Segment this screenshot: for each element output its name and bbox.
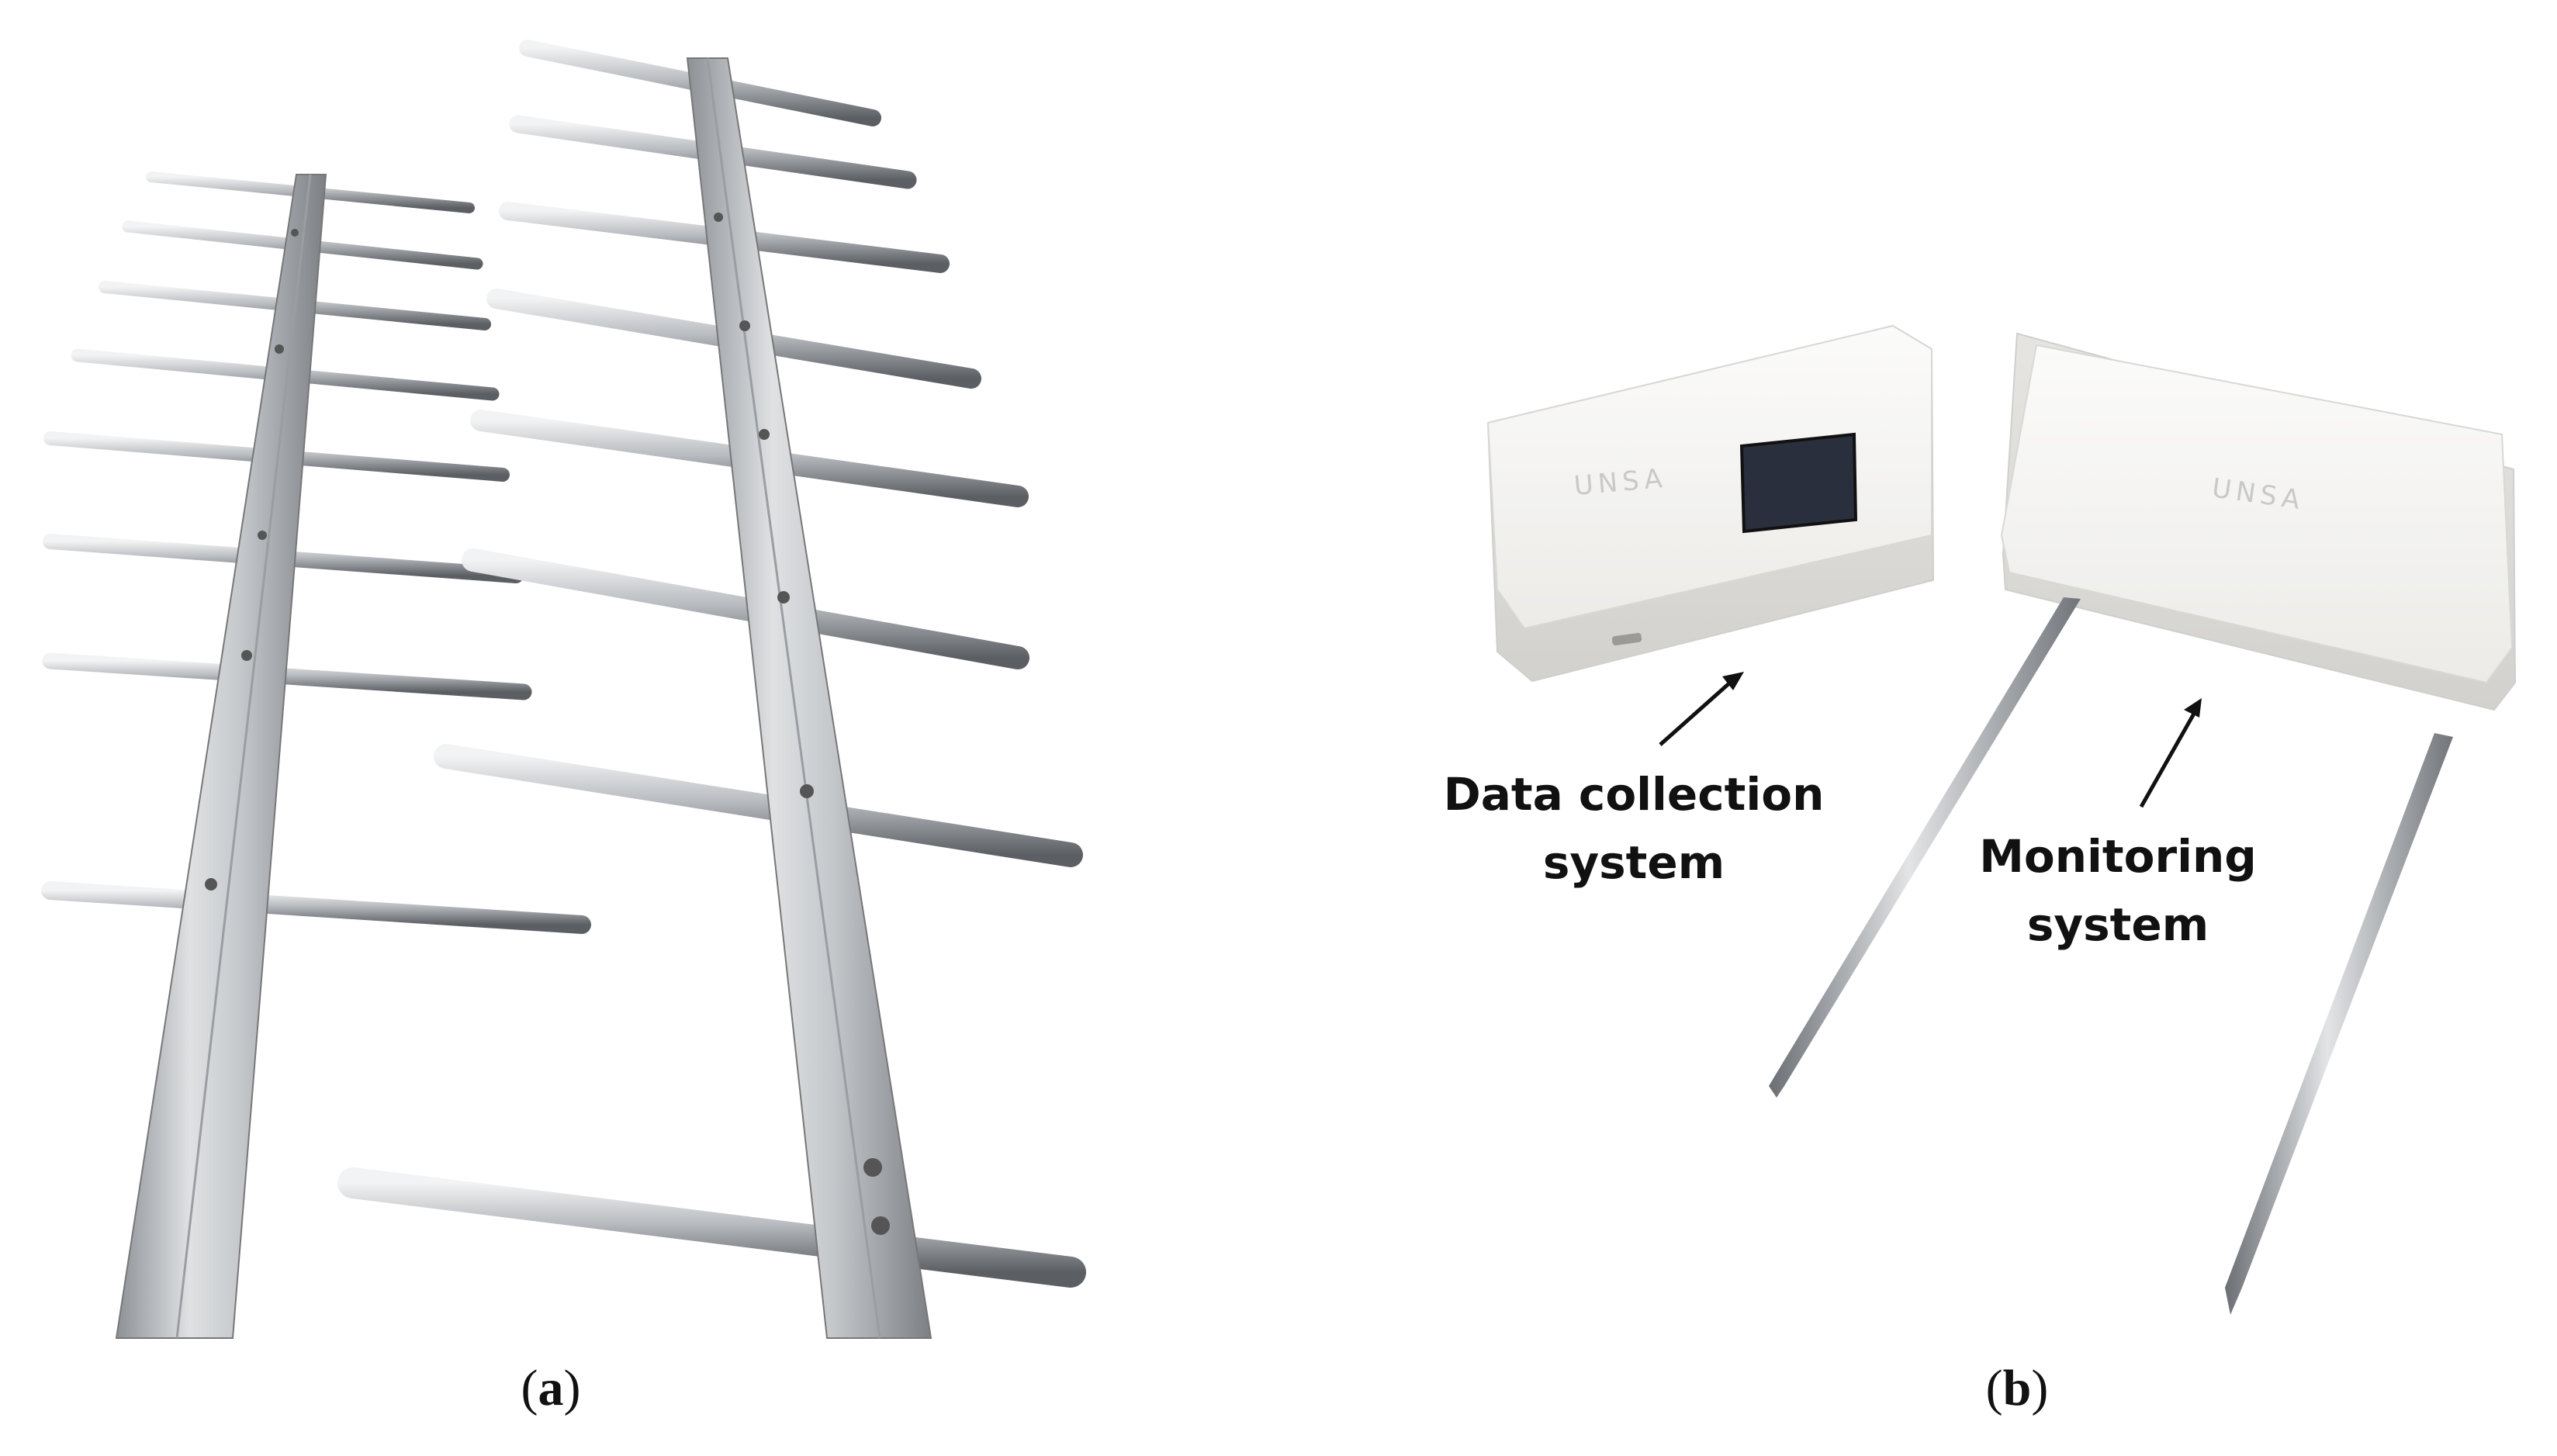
boom-screws	[205, 213, 890, 1235]
antenna-photo	[0, 0, 1086, 1350]
probe-right	[2225, 733, 2453, 1315]
monitoring-label-line1: Monitoring	[1979, 830, 2257, 883]
left-boom	[115, 174, 327, 1339]
data-collection-label-line2: system	[1542, 836, 1725, 889]
panel-b-letter: b	[2002, 1360, 2032, 1416]
data-collection-box: UNSA	[1486, 324, 1935, 683]
sensor-devices-illustration: UNSA UNSA	[1486, 324, 2517, 1315]
callout-arrows	[1659, 672, 2202, 808]
monitoring-label: Monitoring system	[1947, 822, 2289, 959]
panel-a-caption: (a)	[521, 1360, 581, 1416]
panel-b-caption: (b)	[1985, 1360, 2049, 1416]
monitoring-box: UNSA	[1769, 332, 2517, 1315]
sensor-devices-photo: UNSA UNSA	[1319, 0, 2557, 1350]
panel-a-letter: a	[538, 1360, 564, 1416]
oled-screen	[1739, 432, 1858, 534]
monitoring-label-line2: system	[2026, 898, 2209, 951]
data-collection-label-line1: Data collection	[1443, 768, 1825, 821]
yagi-antenna-illustration	[41, 40, 1086, 1339]
usb-port	[1611, 632, 1642, 646]
right-boom	[686, 57, 932, 1339]
data-collection-label: Data collection system	[1432, 760, 1836, 897]
probe-left	[1769, 597, 2081, 1098]
